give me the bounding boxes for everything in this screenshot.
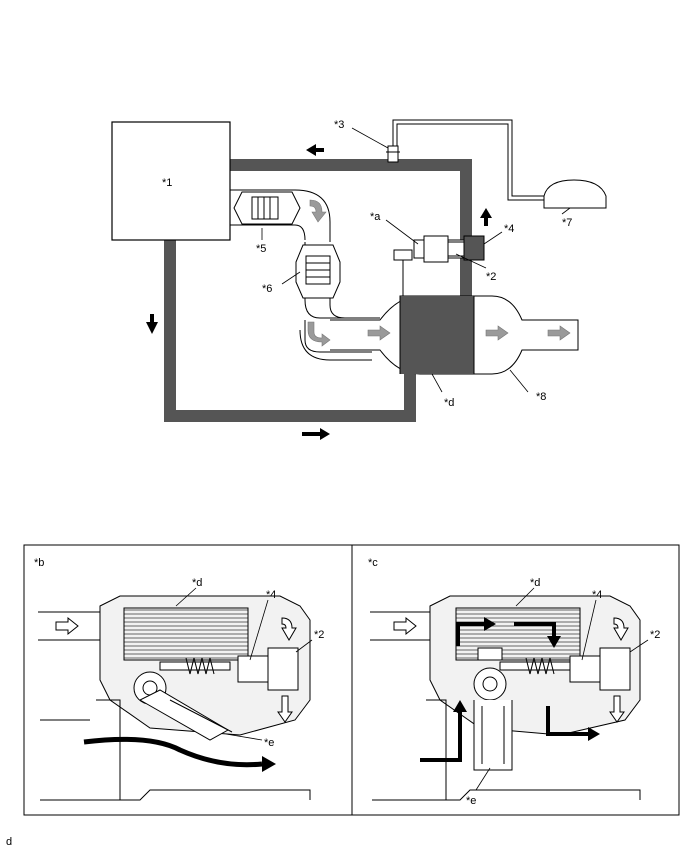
label-2-b: *2	[314, 629, 324, 641]
label-a: *a	[370, 211, 381, 223]
label-3: *3	[334, 119, 344, 131]
label-6: *6	[262, 283, 272, 295]
label-d-b: *d	[192, 577, 202, 589]
leader-lines	[261, 127, 571, 393]
label-8: *8	[536, 391, 546, 403]
label-4: *4	[504, 223, 514, 235]
ecu-7	[543, 179, 607, 209]
sensor-3	[386, 119, 548, 201]
catalytic-converter-5	[233, 191, 301, 225]
heat-exchanger-body	[330, 295, 579, 375]
label-c: *c	[368, 557, 378, 569]
label-e-b: *e	[264, 737, 274, 749]
label-7: *7	[562, 217, 572, 229]
label-d: *d	[444, 397, 454, 409]
label-b: *b	[34, 557, 44, 569]
label-4-c: *4	[592, 589, 602, 601]
catalytic-converter-6	[295, 244, 341, 299]
label-2-c: *2	[650, 629, 660, 641]
label-2: *2	[486, 271, 496, 283]
panel-c: *c *d *4 *2 *e	[368, 557, 660, 807]
exhaust-flow-arrows	[307, 199, 571, 347]
label-5: *5	[256, 243, 266, 255]
label-4-b: *4	[266, 589, 276, 601]
label-1: *1	[162, 177, 172, 189]
label-e-c: *e	[466, 795, 476, 807]
actuator-assembly	[393, 235, 465, 296]
panel-b: *b *d *4 *2 *e	[34, 557, 324, 801]
engine-block	[111, 121, 231, 241]
exhaust-pipe	[230, 189, 380, 361]
label-d-c: *d	[530, 577, 540, 589]
footer-code: d	[6, 836, 13, 848]
coolant-flow-arrows	[146, 144, 492, 440]
